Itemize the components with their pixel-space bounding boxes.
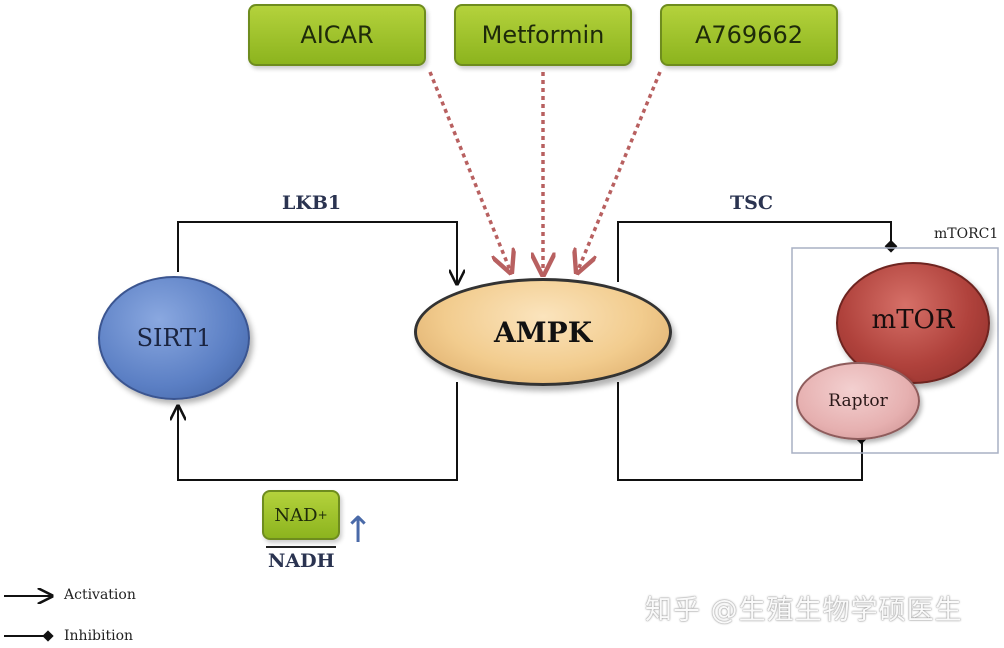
legend-inhibition-label: Inhibition xyxy=(64,628,134,644)
mtorc1-label: mTORC1 xyxy=(934,226,999,242)
aicar-to-ampk-arrow xyxy=(428,71,510,270)
mtor-label: mTOR xyxy=(871,305,955,335)
nadh-label: NADH xyxy=(268,550,335,572)
a769662-box: A769662 xyxy=(660,4,838,66)
nad-increase-arrow: ↑ xyxy=(343,510,374,551)
legend-inhibition-head xyxy=(42,630,54,642)
nad-activation-line xyxy=(178,382,458,481)
nad-label: NAD xyxy=(274,504,318,526)
nad-box: NAD+ xyxy=(262,490,340,540)
ampk-node: AMPK xyxy=(414,278,672,386)
mtorc1-box xyxy=(791,247,999,454)
a769662-to-ampk-arrow xyxy=(578,71,662,270)
lkb1-activation-line xyxy=(177,221,457,284)
tsc-inhibition-head xyxy=(884,239,898,253)
nad-superscript: + xyxy=(317,508,328,522)
aicar-box: AICAR xyxy=(248,4,426,66)
tsc-inhibition-line xyxy=(617,221,892,282)
legend-activation-label: Activation xyxy=(64,587,136,603)
raptor-node: Raptor xyxy=(796,362,920,440)
sirt1-label: SIRT1 xyxy=(136,324,212,352)
raptor-inhibition-line xyxy=(617,382,863,481)
a769662-label: A769662 xyxy=(694,21,804,49)
ampk-label: AMPK xyxy=(493,315,593,349)
raptor-label: Raptor xyxy=(828,391,888,411)
aicar-label: AICAR xyxy=(300,21,374,49)
metformin-box: Metformin xyxy=(454,4,632,66)
watermark-text: 知乎 @生殖生物学硕医生 xyxy=(645,595,963,626)
sirt1-node: SIRT1 xyxy=(98,276,250,400)
tsc-label: TSC xyxy=(730,192,773,214)
metformin-label: Metformin xyxy=(481,21,605,49)
lkb1-label: LKB1 xyxy=(282,192,342,214)
